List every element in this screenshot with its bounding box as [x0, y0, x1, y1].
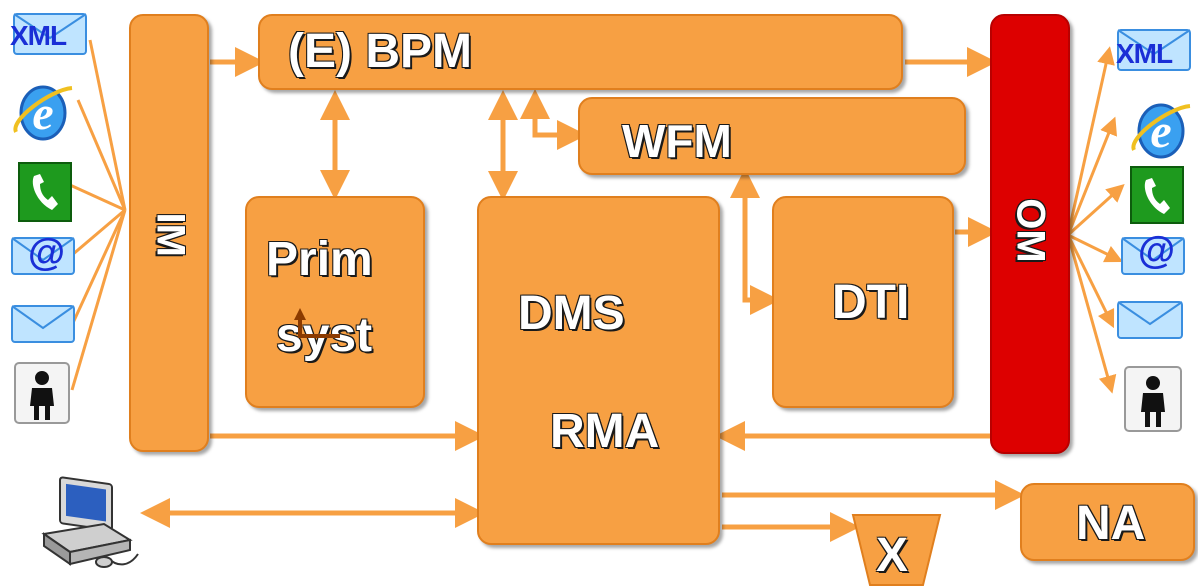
envelope-icon	[11, 305, 75, 343]
input-fan-lines	[69, 39, 127, 391]
at-in-text: @	[28, 232, 65, 274]
wfm-block	[578, 97, 966, 175]
bpm-block	[258, 14, 903, 90]
phone-icon	[1130, 166, 1184, 224]
phone-icon	[18, 162, 72, 222]
x-label: X	[876, 529, 909, 582]
output-fan-lines	[1066, 46, 1125, 394]
person-icon	[14, 362, 70, 424]
svg-text:e: e	[32, 87, 53, 140]
rma-label: RMA	[550, 405, 660, 458]
internet-explorer-icon: e	[13, 85, 73, 141]
prim-label-line1: Prim	[266, 233, 373, 286]
dms-rma-block	[477, 196, 720, 545]
im-label: IM	[148, 212, 193, 257]
envelope-icon	[1117, 301, 1183, 339]
xml-in-text: XML	[10, 20, 67, 51]
dti-label: DTI	[832, 276, 910, 329]
dms-label: DMS	[518, 287, 625, 340]
na-label: NA	[1076, 497, 1146, 550]
na-block	[1020, 483, 1195, 561]
arrow-wfm-dti	[730, 168, 780, 315]
xml-icon	[1117, 29, 1191, 71]
wfm-label: WFM	[622, 115, 732, 167]
computer-workstation-icon	[41, 476, 139, 568]
svg-text:e: e	[1150, 105, 1171, 158]
prim-syst-block	[245, 196, 425, 408]
prim-label-line2: syst	[276, 309, 373, 362]
internet-explorer-icon: e	[1131, 103, 1191, 159]
om-block	[990, 14, 1070, 454]
bpm-label: (E) BPM	[288, 25, 472, 78]
dti-block	[772, 196, 954, 408]
person-icon	[1124, 366, 1182, 432]
at-email-icon	[11, 237, 75, 275]
im-block	[129, 14, 209, 452]
om-label: OM	[1008, 198, 1053, 263]
arrow-bpm-wfm	[520, 89, 587, 150]
at-out-text: @	[1138, 230, 1175, 272]
at-email-icon	[1121, 237, 1185, 275]
xml-out-text: XML	[1116, 38, 1173, 69]
xml-icon	[13, 13, 87, 55]
